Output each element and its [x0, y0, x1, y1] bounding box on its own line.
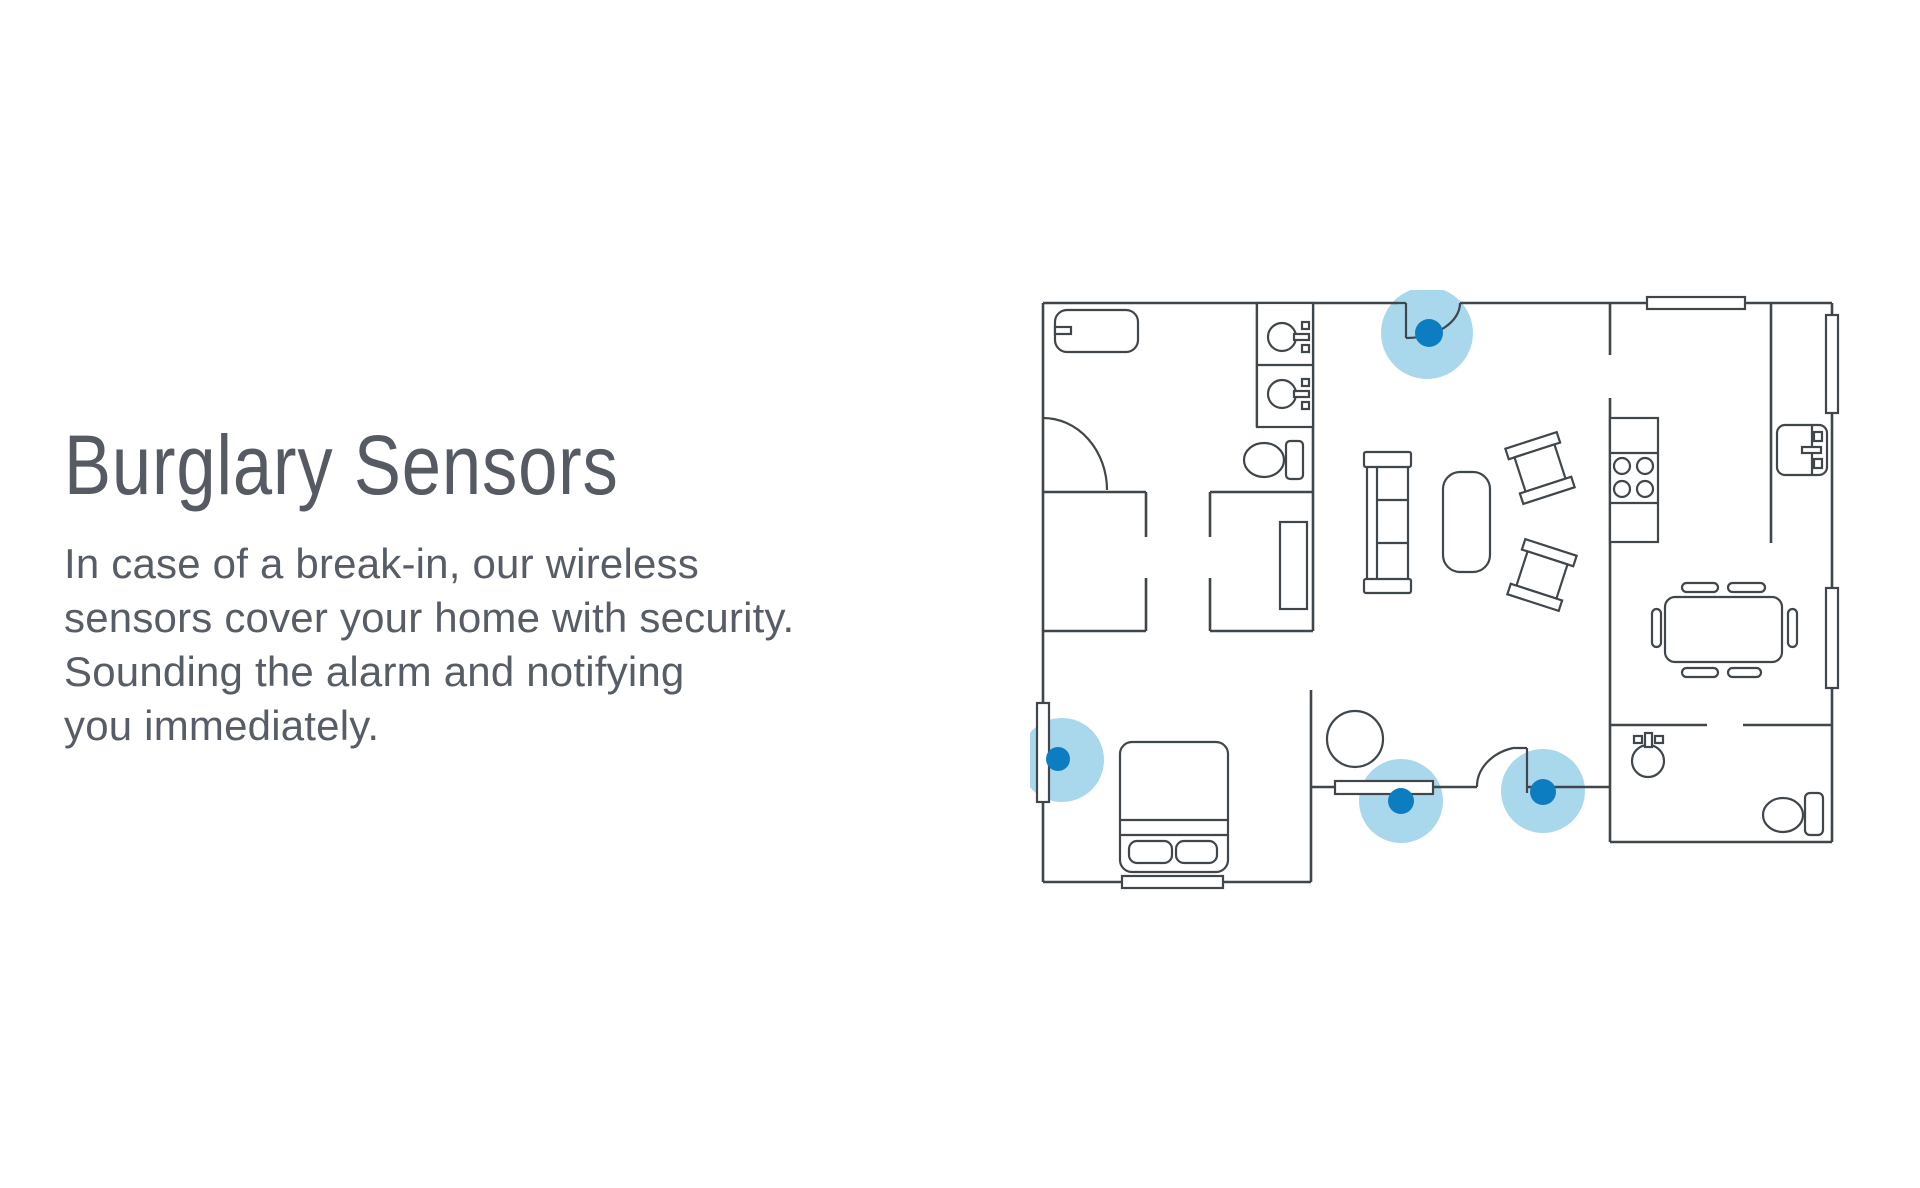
- floor-plan: [1030, 290, 1840, 890]
- description-line: you immediately.: [64, 702, 380, 749]
- bed: [1118, 740, 1230, 874]
- right-upper-window: [1824, 313, 1840, 415]
- dining-chair: [1786, 607, 1799, 649]
- dining-set: [1650, 581, 1799, 679]
- sofa: [1362, 450, 1413, 595]
- entry-door-sensor-dot: [1415, 319, 1443, 347]
- furniture: [1053, 301, 1829, 874]
- kitchen-window: [1645, 295, 1747, 311]
- round-table: [1325, 709, 1385, 769]
- bedroom-side-window: [1035, 701, 1051, 804]
- kitchen-sink: [1775, 423, 1829, 477]
- sink-faucet: [1292, 389, 1311, 399]
- burner: [1635, 479, 1655, 499]
- right-lower-window: [1824, 586, 1840, 690]
- hallway-door-sensor-dot: [1530, 779, 1556, 805]
- bathroom-toilet: [1242, 439, 1305, 481]
- burner: [1612, 479, 1632, 499]
- hallway-door: [1475, 746, 1529, 793]
- dining-chair: [1726, 666, 1763, 679]
- dining-chair: [1650, 607, 1663, 649]
- sink-basin: [1266, 378, 1298, 410]
- pillow: [1174, 839, 1219, 865]
- burner: [1612, 456, 1632, 476]
- page-title: Burglary Sensors: [64, 418, 619, 512]
- pillow: [1127, 839, 1174, 865]
- hallway-window-sensor-dot: [1388, 788, 1414, 814]
- stove: [1608, 416, 1660, 544]
- dining-chair: [1680, 666, 1720, 679]
- dining-table: [1663, 595, 1784, 664]
- description-line: sensors cover your home with security.: [64, 594, 795, 641]
- bedroom-bottom-window: [1120, 874, 1225, 890]
- doors: [1042, 301, 1529, 793]
- bathroom-door: [1042, 416, 1109, 491]
- dining-chair: [1680, 581, 1720, 594]
- bathtub: [1053, 308, 1140, 354]
- coffee-table: [1441, 470, 1492, 574]
- dining-chair: [1726, 581, 1767, 594]
- description-line: In case of a break-in, our wireless: [64, 540, 699, 587]
- bedroom-window-sensor-dot: [1046, 747, 1070, 771]
- wc-toilet: [1761, 791, 1825, 837]
- bathroom-vanity: [1255, 301, 1315, 429]
- sink-basin: [1266, 321, 1298, 353]
- hallway-window: [1333, 779, 1435, 796]
- armchair: [1505, 537, 1579, 613]
- description-line: Sounding the alarm and notifying: [64, 648, 685, 695]
- armchair: [1503, 430, 1577, 506]
- description-text: In case of a break-in, our wireless sens…: [64, 537, 794, 753]
- washbasin: [1630, 731, 1666, 779]
- burner: [1635, 456, 1655, 476]
- sink-faucet: [1292, 332, 1311, 342]
- closet-dresser: [1278, 520, 1309, 611]
- sensor-dot-layer: [1046, 319, 1556, 814]
